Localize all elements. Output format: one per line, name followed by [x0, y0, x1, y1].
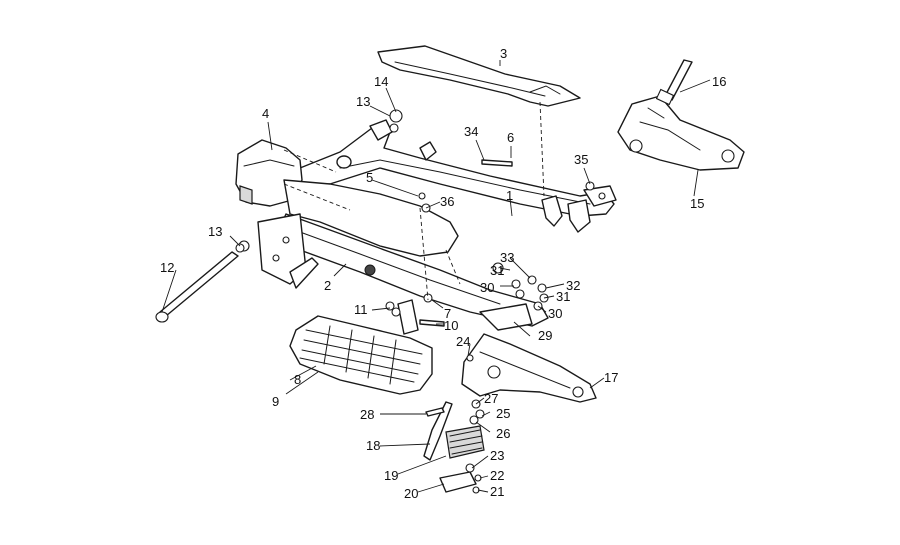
callout-9: 9	[272, 394, 279, 409]
part-12-long-bolt	[155, 240, 250, 323]
callout-31-right: 31	[556, 289, 570, 304]
callout-11: 11	[354, 302, 368, 317]
callout-19: 19	[384, 468, 398, 483]
callout-20: 20	[404, 486, 418, 501]
callout-10: 10	[444, 318, 458, 333]
callout-21: 21	[490, 484, 504, 499]
callout-leader-lines	[161, 60, 711, 493]
callout-5: 5	[366, 170, 373, 185]
callout-2: 2	[324, 278, 331, 293]
callout-32: 32	[566, 278, 580, 293]
callout-25: 25	[496, 406, 510, 421]
callout-3: 3	[500, 46, 507, 61]
callout-4: 4	[262, 106, 269, 121]
callout-12: 12	[160, 260, 174, 275]
callout-31-left: 31	[490, 263, 504, 278]
callout-labels: 1 2 3 4 5 6 7 8 9 10 11 12 13 13 14 15 1…	[160, 46, 726, 501]
callout-28: 28	[360, 407, 374, 422]
part-2-lower-frame	[257, 179, 549, 335]
part-15-rear-bracket	[617, 95, 745, 171]
callout-30-left: 30	[480, 280, 494, 295]
callout-30-right: 30	[548, 306, 562, 321]
callout-8: 8	[294, 372, 301, 387]
callout-7: 7	[444, 306, 451, 321]
callout-14: 14	[374, 74, 388, 89]
callout-29: 29	[538, 328, 552, 343]
assembly-guide-lines	[283, 101, 545, 301]
callout-16: 16	[712, 74, 726, 89]
callout-35: 35	[574, 152, 588, 167]
part-20-pedal-pad	[439, 471, 477, 493]
callout-15: 15	[690, 196, 704, 211]
callout-36: 36	[440, 194, 454, 209]
callout-18: 18	[366, 438, 380, 453]
callout-17: 17	[604, 370, 618, 385]
callout-23: 23	[490, 448, 504, 463]
callout-27: 27	[484, 391, 498, 406]
part-18-pedal-arm	[423, 401, 453, 461]
callout-33: 33	[500, 250, 514, 265]
callout-6: 6	[507, 130, 514, 145]
callout-13-left: 13	[208, 224, 222, 239]
callout-1: 1	[506, 188, 513, 203]
callout-34: 34	[464, 124, 478, 139]
callout-24: 24	[456, 334, 470, 349]
callout-26: 26	[496, 426, 510, 441]
part-19-spring	[445, 425, 485, 459]
part-8-footboard	[289, 315, 433, 395]
hardware-fasteners	[235, 109, 595, 494]
part-3-cover-plate	[377, 45, 581, 107]
part-17-support-arm	[461, 333, 597, 403]
part-16-bolt	[655, 59, 693, 106]
callout-13-top: 13	[356, 94, 370, 109]
callout-22: 22	[490, 468, 504, 483]
